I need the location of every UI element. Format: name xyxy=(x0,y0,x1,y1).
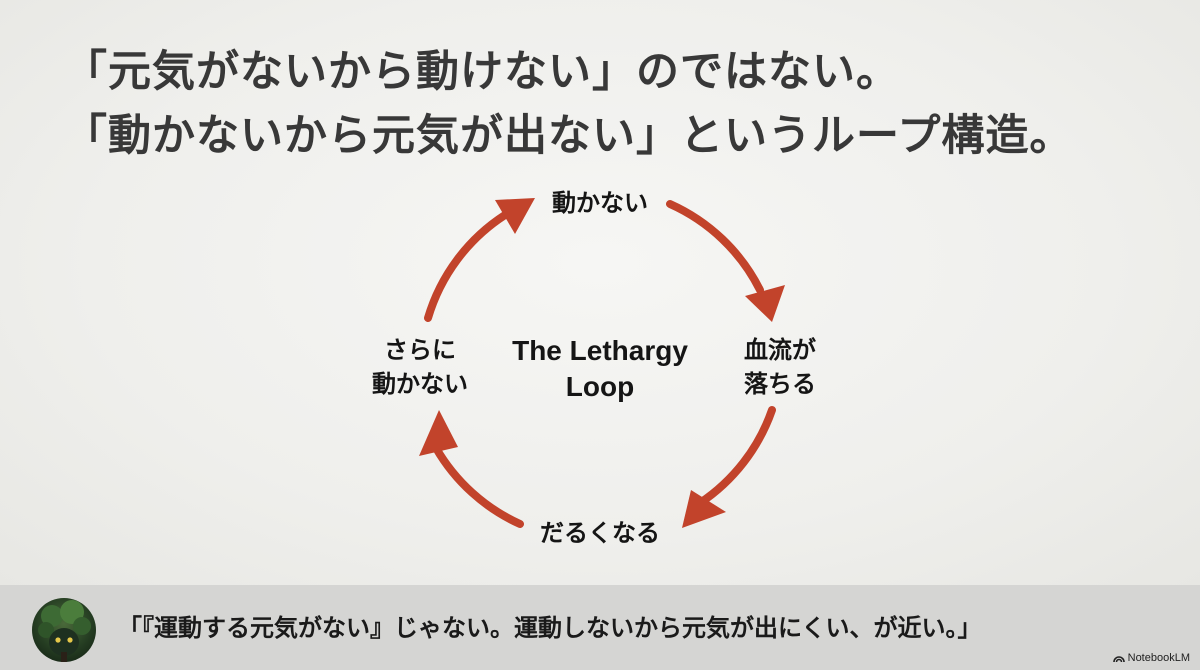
cycle-node-left-line-1: さらに xyxy=(384,336,456,364)
cycle-center-title: The Lethargy Loop xyxy=(470,333,730,405)
arrowhead-right-to-bottom xyxy=(682,490,726,528)
arrow-right-to-bottom xyxy=(696,406,776,507)
cycle-node-top: 動かない xyxy=(520,186,680,220)
caption-text: 「『運動する元気がない』じゃない。運動しないから元気が出にくい、が近い。」 xyxy=(118,614,982,642)
cycle-node-bottom-label: だるくなる xyxy=(540,519,660,547)
notebooklm-logo-icon xyxy=(1112,655,1125,662)
cycle-center-line-2: Loop xyxy=(565,371,635,402)
cycle-node-top-label: 動かない xyxy=(552,189,648,217)
cycle-arrows xyxy=(419,198,785,528)
caption-bar xyxy=(0,585,1200,670)
arrow-top-to-right xyxy=(666,200,764,294)
cycle-node-left-line-2: 動かない xyxy=(372,370,468,398)
cycle-node-right-line-2: 落ちる xyxy=(744,370,816,398)
slide: 「元気がないから動けない」のではない。 「動かないから元気が出ない」というループ… xyxy=(0,0,1200,585)
notebooklm-brand: NotebookLM xyxy=(1112,652,1190,664)
forest-spirit-avatar-icon xyxy=(32,598,96,662)
arrowhead-top-to-right xyxy=(745,285,785,322)
cycle-node-left: さらに 動かない xyxy=(340,333,500,401)
arrowhead-left-to-top xyxy=(495,198,535,234)
cycle-node-right: 血流が 落ちる xyxy=(700,333,860,401)
arrowhead-bottom-to-left xyxy=(419,410,458,456)
headline-line-1: 「元気がないから動けない」のではない。 xyxy=(64,47,900,97)
arrow-bottom-to-left xyxy=(432,444,524,528)
headline-line-2: 「動かないから元気が出ない」というループ構造。 xyxy=(64,111,1074,161)
slide-headline: 「元気がないから動けない」のではない。 「動かないから元気が出ない」というループ… xyxy=(64,40,1073,168)
cycle-node-right-line-1: 血流が xyxy=(744,336,816,364)
cycle-center-line-1: The Lethargy xyxy=(512,335,688,366)
lethargy-loop-diagram: 動かない 血流が 落ちる だるくなる さらに 動かない The Lethargy… xyxy=(340,186,860,550)
brand-name: NotebookLM xyxy=(1127,652,1190,664)
cycle-node-bottom: だるくなる xyxy=(500,516,700,550)
arrow-left-to-top xyxy=(424,211,509,322)
